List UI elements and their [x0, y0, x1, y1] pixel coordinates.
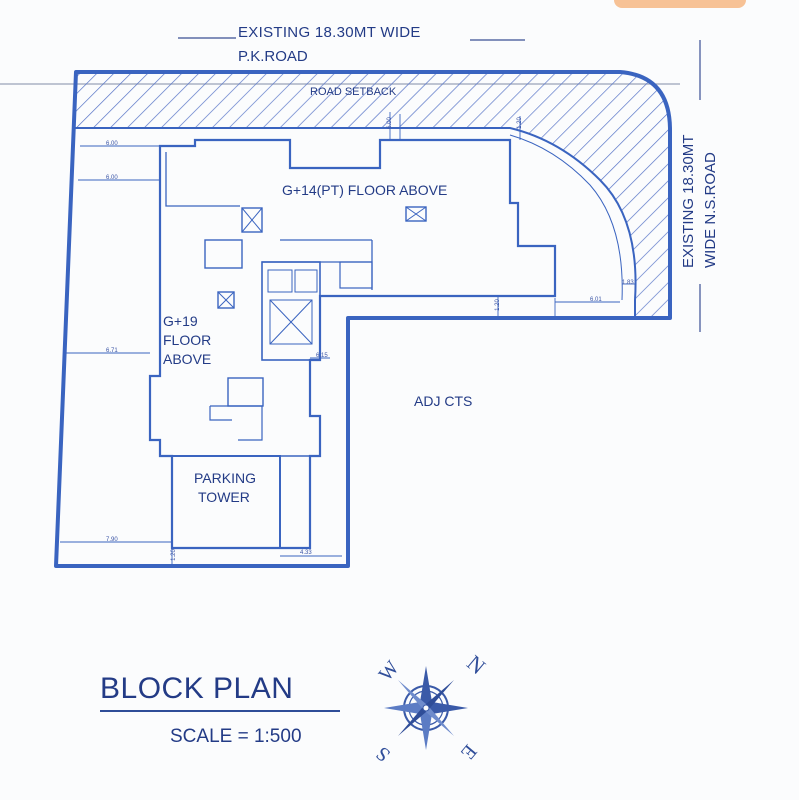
- parking-tower: [171, 455, 281, 549]
- dim-value: 1.83: [622, 280, 634, 286]
- road-top-name: P.K.ROAD: [238, 48, 308, 65]
- duct-marker: [217, 291, 235, 309]
- orange-tab-corner: [614, 0, 746, 8]
- dim-value: 6.15: [316, 353, 328, 359]
- road-setback-area: [75, 74, 670, 318]
- lift-box: [294, 269, 318, 293]
- dim-value: 7.90: [106, 537, 118, 543]
- lift-box: [204, 239, 243, 269]
- lift-box: [227, 377, 264, 407]
- left-block-label: G+19 FLOOR ABOVE: [163, 312, 211, 369]
- parking-label: PARKING TOWER: [194, 469, 256, 507]
- dim-value: 6.01: [590, 297, 602, 303]
- adjacent-label: ADJ CTS: [414, 393, 473, 409]
- dim-value: 6.00: [106, 141, 118, 147]
- staircase: [209, 405, 263, 441]
- core-shaft: [261, 261, 321, 361]
- compass-rose: [384, 666, 468, 750]
- dim-value: 6.71: [106, 348, 118, 354]
- dim-value: 6.00: [386, 117, 393, 129]
- parking-label-2: TOWER: [198, 489, 250, 505]
- dim-value: 1.20: [494, 299, 501, 311]
- parking-label-1: PARKING: [194, 470, 256, 486]
- shaft-box: [269, 299, 313, 345]
- road-right-label-1: EXISTING 18.30MT: [680, 134, 697, 268]
- road-right-label-2: WIDE N.S.ROAD: [702, 152, 719, 268]
- left-block-label-2: FLOOR: [163, 332, 212, 348]
- road-top-label: EXISTING 18.30MT WIDE: [238, 24, 421, 41]
- shaft-cross: [269, 299, 313, 345]
- dimension-lines: [60, 112, 635, 566]
- plan-title: BLOCK PLAN: [100, 672, 294, 705]
- setback-line: [75, 127, 637, 318]
- dim-value: 1.20: [516, 117, 523, 129]
- left-block-label-3: ABOVE: [163, 351, 212, 367]
- upper-block-outline: [165, 152, 373, 290]
- dim-value: 1.20: [170, 549, 177, 561]
- upper-block-label: G+14(PT) FLOOR ABOVE: [282, 182, 448, 198]
- plot-boundary: [54, 70, 672, 568]
- duct-marker: [405, 206, 427, 222]
- dim-value: 6.00: [106, 175, 118, 181]
- road-setback-label: ROAD SETBACK: [310, 86, 397, 98]
- plan-scale: SCALE = 1:500: [170, 726, 302, 747]
- dim-value: 4.33: [300, 550, 312, 556]
- setback-curve-inner: [509, 134, 623, 301]
- lift-box: [267, 269, 293, 293]
- duct-marker: [241, 207, 263, 233]
- left-block-label-1: G+19: [163, 313, 198, 329]
- lift-box: [339, 261, 373, 289]
